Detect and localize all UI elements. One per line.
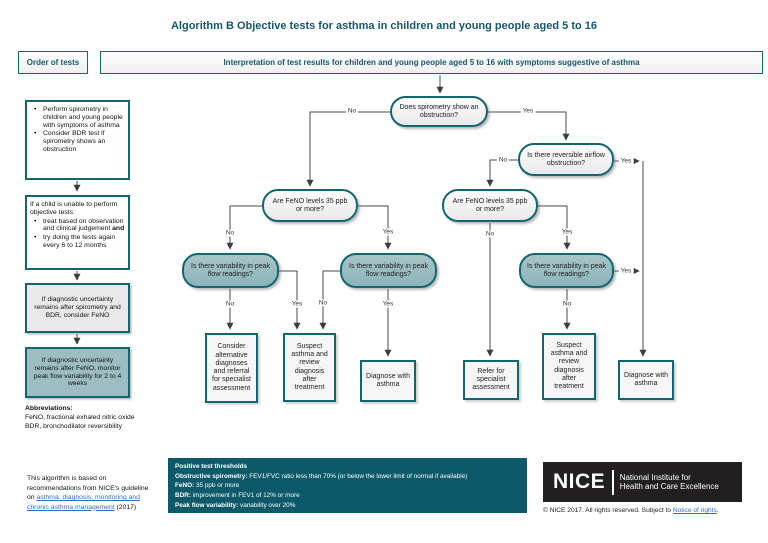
edge-label-yes: Yes — [289, 300, 305, 308]
bullet-consider-bdr: Consider BDR test if spirometry shows an… — [34, 130, 125, 153]
edge-label-no: No — [483, 230, 497, 238]
threshold-spirometry: Obstructive spirometry: FEV1/FVC ratio l… — [175, 472, 468, 480]
decision-reversible-airflow: Is there reversible airflow obstruction? — [518, 143, 614, 176]
notice-of-rights-link[interactable]: Notice of rights — [672, 507, 717, 514]
abbreviation-bdr: BDR, bronchodilator reversibility — [25, 423, 123, 431]
source-note: This algorithm is based on recommendatio… — [27, 475, 149, 511]
edge-label-yes: Yes — [380, 228, 396, 236]
edge-label-yes: Yes — [559, 228, 575, 236]
edge-label-no: No — [560, 300, 574, 308]
order-of-tests-header: Order of tests — [18, 51, 88, 74]
edge-label-yes: Yes — [520, 107, 536, 115]
decision-feno-right: Are FeNO levels 35 ppb or more? — [442, 189, 538, 222]
guideline-link[interactable]: asthma: diagnosis, monitoring and chroni… — [27, 494, 140, 511]
abbreviations-heading: Abbreviations: — [25, 405, 73, 412]
page-title: Algorithm B Objective tests for asthma i… — [170, 20, 598, 32]
edge-label-yes: Yes — [380, 300, 396, 308]
order-step-feno-box: If diagnostic uncertainty remains after … — [25, 283, 130, 333]
order-step-peakflow-box: If diagnostic uncertainty remains after … — [25, 347, 130, 398]
nice-logo-divider — [612, 469, 614, 495]
thresholds-heading: Positive test thresholds — [175, 463, 248, 470]
threshold-feno: FeNO: 35 ppb or more — [175, 482, 240, 490]
decision-variability-right: Is there variability in peak flow readin… — [519, 253, 614, 288]
threshold-peak-flow: Peak flow variability: variability over … — [175, 501, 296, 509]
edge-label-yes: Yes — [618, 267, 634, 275]
bullet-treat-observation: treat based on observation and clinical … — [34, 218, 125, 234]
edge-label-no: No — [223, 300, 237, 308]
bullet-retry-tests: try doing the tests again every 6 to 12 … — [34, 234, 125, 250]
edge-label-no: No — [223, 229, 237, 237]
interpretation-header: Interpretation of test results for child… — [100, 51, 763, 74]
nice-logo-word: NICE — [553, 470, 606, 493]
decision-variability-left: Is there variability in peak flow readin… — [182, 253, 279, 288]
decision-variability-middle: Is there variability in peak flow readin… — [340, 253, 437, 288]
outcome-refer-specialist: Refer for specialist assessment — [463, 360, 519, 400]
unable-intro: If a child is unable to perform objectiv… — [30, 201, 118, 216]
abbreviation-feno: FeNO, fractional exhaled nitric oxide — [25, 414, 135, 422]
decision-feno-left: Are FeNO levels 35 ppb or more? — [262, 189, 358, 222]
positive-test-thresholds-panel: Positive test thresholds Obstructive spi… — [168, 458, 527, 513]
order-step-spirometry-box: Perform spirometry in children and young… — [25, 100, 130, 180]
decision-spirometry-obstruction: Does spirometry show an obstruction? — [390, 96, 488, 127]
order-step-unable-box: If a child is unable to perform objectiv… — [25, 195, 130, 270]
edge-label-no: No — [345, 107, 359, 115]
outcome-diagnose-asthma-left: Diagnose with asthma — [360, 360, 416, 402]
outcome-consider-alternative: Consider alternative diagnoses and refer… — [205, 333, 258, 403]
abbreviations: Abbreviations: FeNO, fractional exhaled … — [25, 404, 135, 432]
copyright-line: © NICE 2017. All rights reserved. Subjec… — [543, 507, 719, 514]
edge-label-no: No — [496, 156, 510, 164]
outcome-diagnose-asthma-right: Diagnose with asthma — [618, 360, 674, 400]
edge-label-yes: Yes — [618, 157, 634, 165]
edge-label-no: No — [316, 299, 330, 307]
threshold-bdr: BDR: improvement in FEV1 of 12% or more — [175, 492, 300, 500]
bullet-perform-spirometry: Perform spirometry in children and young… — [34, 106, 125, 129]
outcome-suspect-asthma-right: Suspect asthma and review diagnosis afte… — [542, 333, 596, 400]
outcome-suspect-asthma-left: Suspect asthma and review diagnosis afte… — [283, 333, 336, 402]
